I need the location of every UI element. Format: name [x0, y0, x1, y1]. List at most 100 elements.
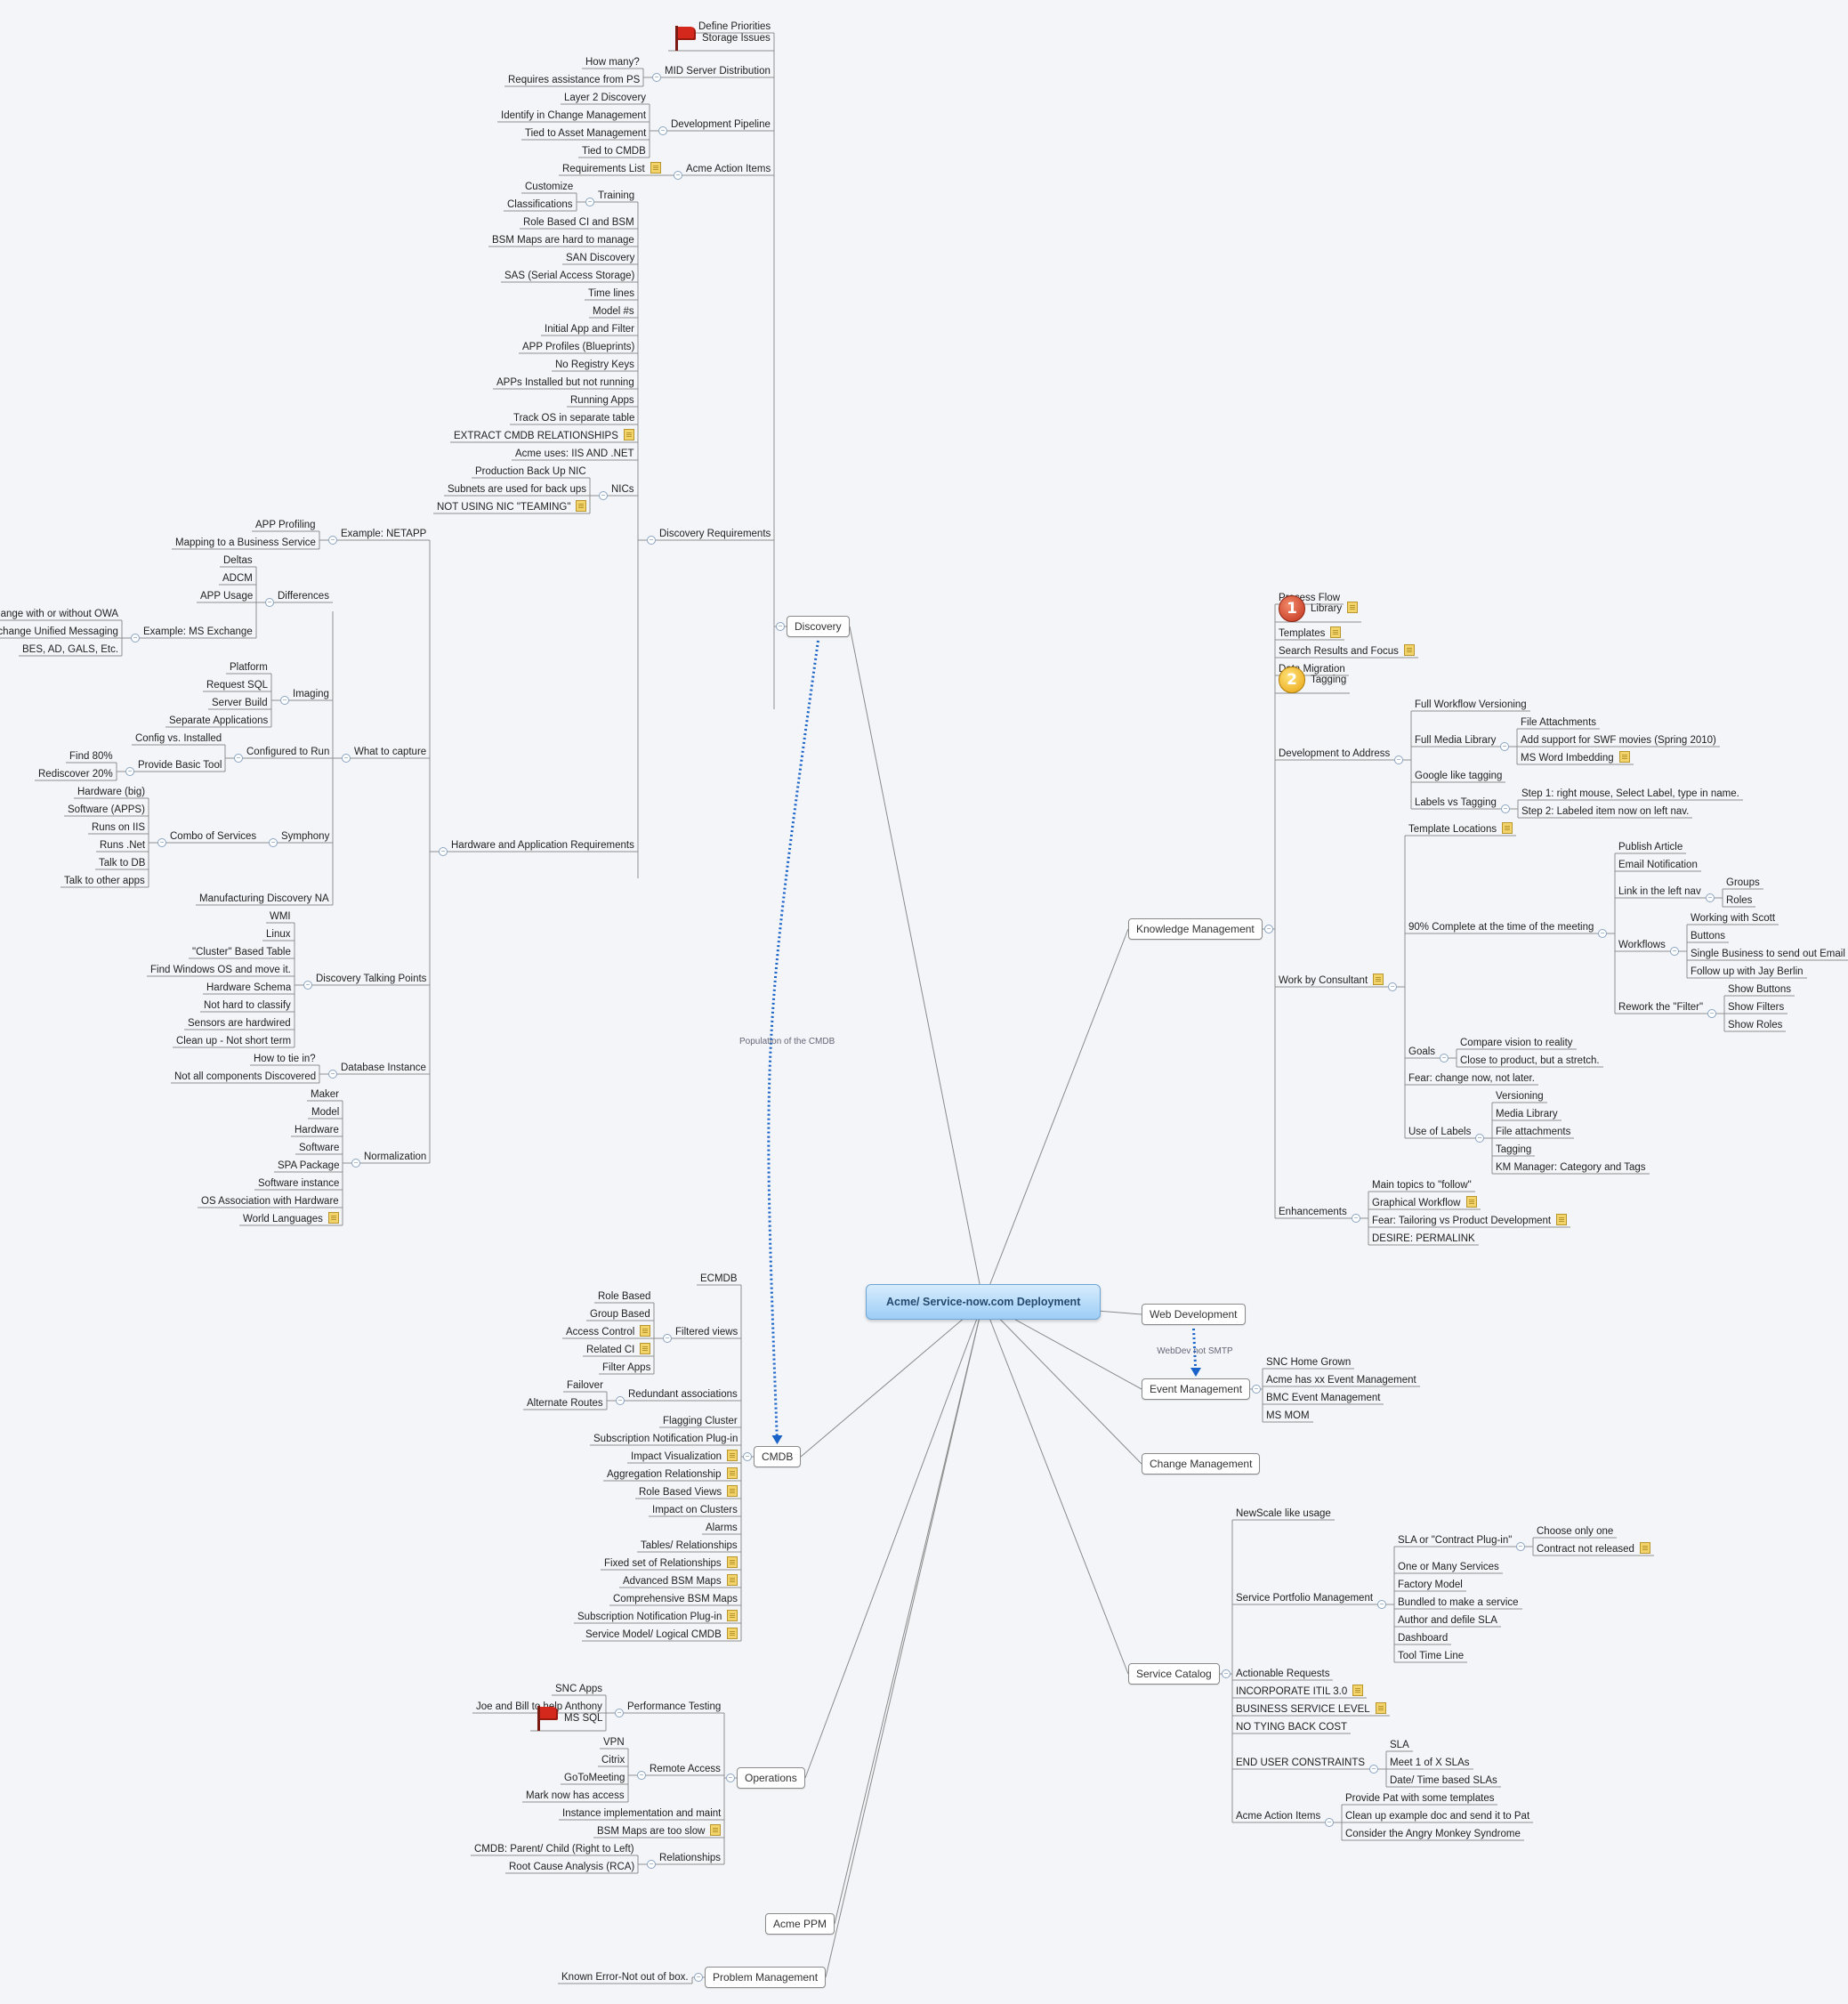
note-icon[interactable]	[576, 500, 587, 512]
collapse-toggle[interactable]: −	[1707, 1009, 1716, 1018]
topic-goals[interactable]: Goals	[1405, 1046, 1439, 1058]
topic-media-library[interactable]: Media Library	[1492, 1108, 1562, 1120]
note-icon[interactable]	[1502, 822, 1513, 834]
collapse-toggle[interactable]: −	[303, 981, 312, 990]
topic-contract-not-released[interactable]: Contract not released	[1533, 1542, 1654, 1556]
topic-cluster-based-table[interactable]: "Cluster" Based Table	[189, 946, 295, 958]
topic-template-locations[interactable]: Template Locations	[1405, 822, 1516, 836]
note-icon[interactable]	[1375, 1702, 1386, 1714]
topic-extract-cmdb-relationships[interactable]: EXTRACT CMDB RELATIONSHIPS	[450, 429, 638, 442]
note-icon[interactable]	[727, 1485, 738, 1497]
topic-software[interactable]: Software	[295, 1142, 343, 1154]
topic-model-s[interactable]: Model #s	[589, 305, 638, 318]
collapse-toggle[interactable]: −	[1264, 925, 1273, 933]
topic-spa-package[interactable]: SPA Package	[274, 1160, 343, 1172]
collapse-toggle[interactable]: −	[328, 536, 337, 545]
note-icon[interactable]	[1618, 751, 1630, 763]
topic-problem-management[interactable]: Problem Management	[705, 1967, 827, 1988]
note-icon[interactable]	[726, 1628, 738, 1639]
topic-how-to-tie-in[interactable]: How to tie in?	[250, 1053, 319, 1065]
note-icon[interactable]	[1465, 1196, 1477, 1208]
topic-tables-relationships[interactable]: Tables/ Relationships	[637, 1539, 741, 1552]
topic-google-like-tagging[interactable]: Google like tagging	[1411, 770, 1505, 782]
topic-discovery-requirements[interactable]: Discovery Requirements	[656, 528, 774, 540]
topic-step-2-labeled-item-now-on-left-nav[interactable]: Step 2: Labeled item now on left nav.	[1518, 805, 1692, 818]
collapse-toggle[interactable]: −	[647, 536, 656, 545]
collapse-toggle[interactable]: −	[351, 1159, 360, 1168]
note-icon[interactable]	[727, 1450, 738, 1461]
topic-work-by-consultant[interactable]: Work by Consultant	[1275, 974, 1387, 987]
collapse-toggle[interactable]: −	[1516, 1542, 1525, 1551]
topic-wmi[interactable]: WMI	[266, 910, 295, 923]
topic-talk-to-other-apps[interactable]: Talk to other apps	[61, 875, 149, 887]
topic-choose-only-one[interactable]: Choose only one	[1533, 1525, 1617, 1538]
topic-app-profiles-blueprints[interactable]: APP Profiles (Blueprints)	[519, 341, 638, 353]
topic-cmdb[interactable]: CMDB	[754, 1446, 802, 1467]
topic-acme-uses-iis-and-net[interactable]: Acme uses: IIS AND .NET	[512, 448, 638, 460]
topic-service-catalog[interactable]: Service Catalog	[1128, 1663, 1220, 1685]
topic-requires-assistance-from-ps[interactable]: Requires assistance from PS	[504, 74, 643, 86]
topic-nics[interactable]: NICs	[608, 483, 638, 496]
collapse-toggle[interactable]: −	[1500, 742, 1509, 751]
note-icon[interactable]	[640, 1325, 651, 1337]
topic-maker[interactable]: Maker	[307, 1088, 343, 1101]
collapse-toggle[interactable]: −	[439, 847, 448, 856]
topic-mapping-to-a-business-service[interactable]: Mapping to a Business Service	[172, 537, 319, 549]
topic-author-and-defile-sla[interactable]: Author and defile SLA	[1394, 1614, 1501, 1627]
topic-config-vs-installed[interactable]: Config vs. Installed	[132, 732, 225, 745]
topic-remote-access[interactable]: Remote Access	[646, 1763, 724, 1775]
topic-full-workflow-versioning[interactable]: Full Workflow Versioning	[1411, 699, 1530, 711]
topic-role-based[interactable]: Role Based	[594, 1290, 654, 1303]
topic-apps-installed-but-not-running[interactable]: APPs Installed but not running	[493, 376, 638, 389]
topic-full-media-library[interactable]: Full Media Library	[1411, 734, 1499, 747]
topic-example-netapp[interactable]: Example: NETAPP	[337, 528, 430, 540]
topic-impact-visualization[interactable]: Impact Visualization	[627, 1450, 741, 1463]
topic-link-in-the-left-nav[interactable]: Link in the left nav	[1615, 885, 1705, 898]
topic-not-all-components-discovered[interactable]: Not all components Discovered	[171, 1071, 319, 1083]
topic-impact-on-clusters[interactable]: Impact on Clusters	[649, 1504, 741, 1516]
topic-operations[interactable]: Operations	[737, 1767, 805, 1789]
topic-exchange-with-or-without-owa[interactable]: Exchange with or without OWA	[0, 608, 122, 620]
topic-request-sql[interactable]: Request SQL	[203, 679, 271, 691]
topic-no-tying-back-cost[interactable]: NO TYING BACK COST	[1232, 1721, 1351, 1733]
topic-hardware[interactable]: Hardware	[291, 1124, 343, 1136]
topic-combo-of-services[interactable]: Combo of Services	[166, 830, 260, 843]
topic-not-hard-to-classify[interactable]: Not hard to classify	[200, 999, 295, 1012]
topic-dashboard[interactable]: Dashboard	[1394, 1632, 1451, 1644]
topic-mid-server-distribution[interactable]: MID Server Distribution	[661, 65, 774, 77]
collapse-toggle[interactable]: −	[1352, 1214, 1360, 1223]
topic-running-apps[interactable]: Running Apps	[567, 394, 638, 407]
note-icon[interactable]	[1352, 1685, 1364, 1696]
note-icon[interactable]	[1403, 644, 1415, 656]
topic-provide-basic-tool[interactable]: Provide Basic Tool	[134, 759, 225, 772]
note-icon[interactable]	[640, 1343, 651, 1354]
note-icon[interactable]	[726, 1556, 738, 1568]
topic-sas-serial-access-storage[interactable]: SAS (Serial Access Storage)	[501, 270, 638, 282]
topic-redundant-associations[interactable]: Redundant associations	[625, 1388, 741, 1401]
note-icon[interactable]	[726, 1574, 738, 1586]
topic-subnets-are-used-for-back-ups[interactable]: Subnets are used for back ups	[444, 483, 590, 496]
topic-exchange-unified-messaging[interactable]: Exchange Unified Messaging	[0, 626, 122, 638]
topic-tool-time-line[interactable]: Tool Time Line	[1394, 1650, 1467, 1662]
topic-compare-vision-to-reality[interactable]: Compare vision to reality	[1457, 1037, 1577, 1049]
topic-advanced-bsm-maps[interactable]: Advanced BSM Maps	[619, 1574, 741, 1588]
topic-example-ms-exchange[interactable]: Example: MS Exchange	[140, 626, 256, 638]
topic-bsm-maps-are-hard-to-manage[interactable]: BSM Maps are hard to manage	[488, 234, 638, 246]
topic-hardware-big[interactable]: Hardware (big)	[74, 786, 149, 798]
topic-comprehensive-bsm-maps[interactable]: Comprehensive BSM Maps	[609, 1593, 741, 1605]
topic-what-to-capture[interactable]: What to capture	[351, 746, 430, 758]
topic-acme-ppm[interactable]: Acme PPM	[765, 1913, 835, 1935]
topic-storage-issues[interactable]: Storage Issues	[668, 26, 774, 51]
collapse-toggle[interactable]: −	[647, 1860, 656, 1869]
topic-access-control[interactable]: Access Control	[562, 1325, 654, 1338]
topic-app-profiling[interactable]: APP Profiling	[252, 519, 319, 531]
collapse-toggle[interactable]: −	[674, 171, 682, 180]
topic-model[interactable]: Model	[308, 1106, 343, 1119]
collapse-toggle[interactable]: −	[1501, 804, 1510, 813]
collapse-toggle[interactable]: −	[1325, 1818, 1334, 1827]
topic-email-notification[interactable]: Email Notification	[1615, 859, 1701, 871]
topic-publish-article[interactable]: Publish Article	[1615, 841, 1686, 853]
collapse-toggle[interactable]: −	[1388, 982, 1397, 991]
topic-fear-tailoring-vs-product-development[interactable]: Fear: Tailoring vs Product Development	[1368, 1214, 1570, 1227]
topic-groups[interactable]: Groups	[1723, 877, 1763, 889]
